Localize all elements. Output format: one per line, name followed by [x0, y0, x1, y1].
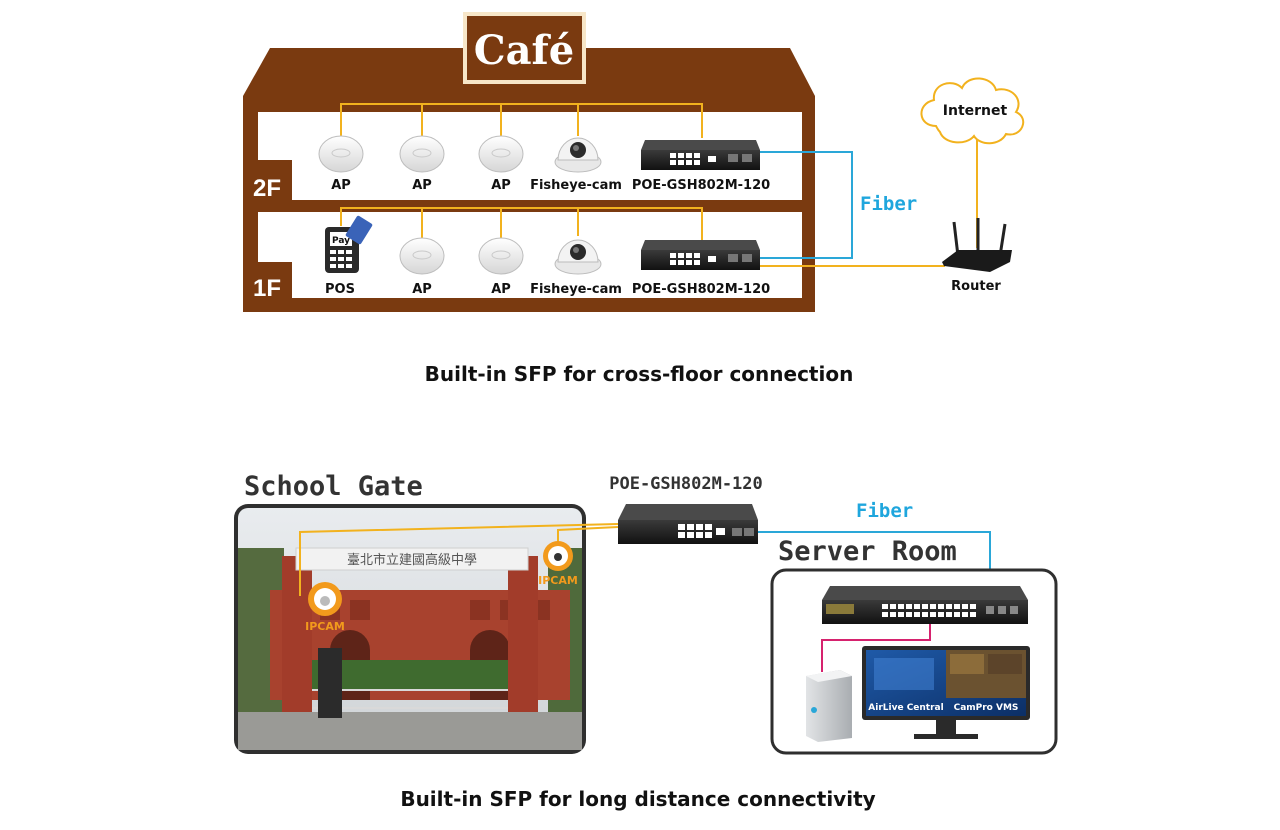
floor-2-interior: [258, 112, 802, 200]
device-label: AP: [491, 282, 511, 297]
access-point-icon: [318, 135, 364, 173]
ipcam-label: IPCAM: [538, 574, 578, 587]
access-point-icon: [478, 237, 524, 275]
server-room-panel: AirLive Central CamPro VMS: [770, 568, 1058, 755]
fisheye-camera-icon: [554, 137, 602, 173]
pc-cable: [821, 624, 931, 672]
ipcam-icon: IPCAM: [538, 541, 578, 587]
device-label: AP: [412, 178, 432, 193]
screen-label: AirLive Central: [868, 703, 943, 713]
gate-camera-cabling: [299, 523, 619, 596]
fiber-label: Fiber: [856, 500, 913, 522]
internet-cloud-icon: Internet: [920, 77, 1025, 145]
floor-1-devices: Pay: [325, 215, 770, 297]
device-label: AP: [331, 178, 351, 193]
device-label: AP: [412, 282, 432, 297]
fiber-label: Fiber: [860, 193, 917, 215]
fiber-link: Fiber: [760, 151, 917, 259]
router-label: Router: [951, 279, 1001, 294]
device-label: AP: [491, 178, 511, 193]
router-icon: Router: [942, 218, 1012, 294]
ipcam-label: IPCAM: [305, 620, 345, 633]
floor-1-poe-cabling: [340, 207, 703, 240]
poe-switch-icon: [641, 140, 760, 170]
pos-screen-text: Pay: [332, 236, 350, 246]
school-gate-title: School Gate: [244, 471, 423, 502]
school-sign-text: 臺北市立建國高級中學: [347, 552, 477, 568]
device-label: POS: [325, 282, 355, 297]
floor-1-interior: [258, 212, 802, 298]
access-point-icon: [399, 237, 445, 275]
poe-switch-icon: [618, 504, 758, 544]
school-gate-photo: 臺北市立建國高級中學: [234, 504, 586, 754]
cafe-sign-text: Café: [474, 27, 574, 74]
ipcam-icon: IPCAM: [305, 582, 345, 633]
device-label: Fisheye-cam: [530, 282, 622, 297]
core-switch-icon: [822, 586, 1028, 624]
monitor-icon: AirLive Central CamPro VMS: [862, 646, 1030, 739]
caption-cross-floor: Built-in SFP for cross-floor connection: [425, 362, 854, 386]
screen-label: CamPro VMS: [954, 703, 1019, 713]
device-label: Fisheye-cam: [530, 178, 622, 193]
pc-tower-icon: [806, 670, 852, 742]
poe-switch-icon: [641, 240, 760, 270]
cafe-building: Café 2F 1F: [243, 12, 815, 312]
floor-1-label: 1F: [253, 275, 281, 302]
gate-switch-label: POE-GSH802M-120: [609, 474, 763, 494]
fisheye-camera-icon: [554, 239, 602, 275]
device-label: POE-GSH802M-120: [632, 178, 770, 193]
credit-card-icon: [345, 215, 373, 245]
floor-2-label: 2F: [253, 175, 281, 202]
server-room-title: Server Room: [778, 536, 957, 567]
access-point-icon: [478, 135, 524, 173]
floor-2-poe-cabling: [340, 103, 703, 138]
access-point-icon: [399, 135, 445, 173]
floor-2-devices: AP AP AP Fisheye-cam POE-GSH802M-120: [318, 135, 770, 193]
internet-label: Internet: [943, 103, 1008, 119]
device-label: POE-GSH802M-120: [632, 282, 770, 297]
caption-long-distance: Built-in SFP for long distance connectiv…: [400, 787, 875, 811]
pos-terminal-icon: Pay: [325, 215, 373, 273]
cafe-sign-board: [467, 16, 582, 80]
